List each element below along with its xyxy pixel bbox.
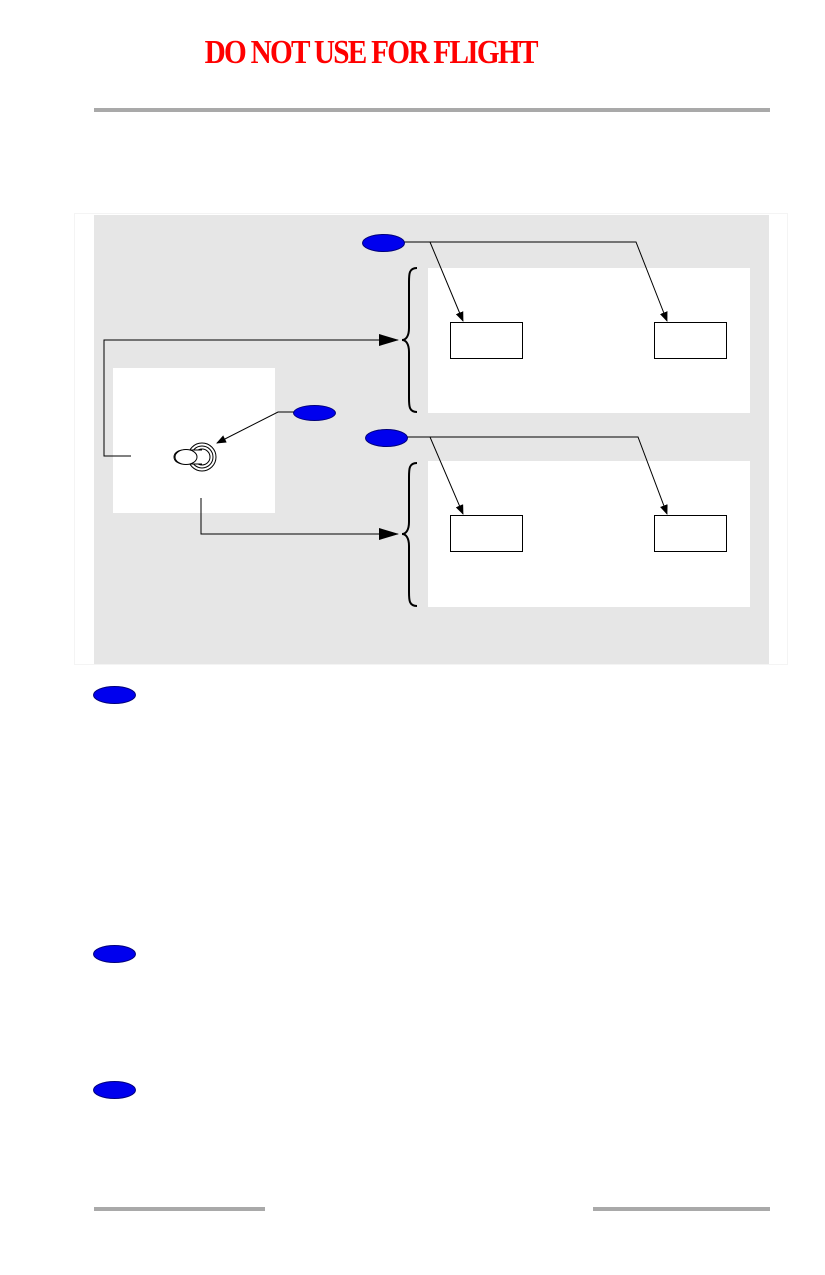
upper-left-box — [450, 322, 523, 359]
switch-panel — [113, 368, 275, 513]
callout-paragraph-1 — [93, 686, 136, 704]
lower-right-box — [654, 515, 727, 552]
callout-upper-group — [362, 234, 405, 252]
watermark-text: DO NOT USE FOR FLIGHT — [204, 34, 539, 71]
callout-switch — [293, 405, 336, 421]
header-rule — [94, 108, 770, 112]
diagram-frame — [74, 213, 788, 665]
lower-left-box — [450, 515, 523, 552]
callout-paragraph-2 — [93, 945, 136, 963]
callout-paragraph-3 — [93, 1081, 136, 1099]
upper-right-box — [654, 322, 727, 359]
footer-rule-left — [94, 1207, 265, 1211]
callout-lower-group — [365, 429, 408, 447]
footer-rule-right — [593, 1207, 770, 1211]
